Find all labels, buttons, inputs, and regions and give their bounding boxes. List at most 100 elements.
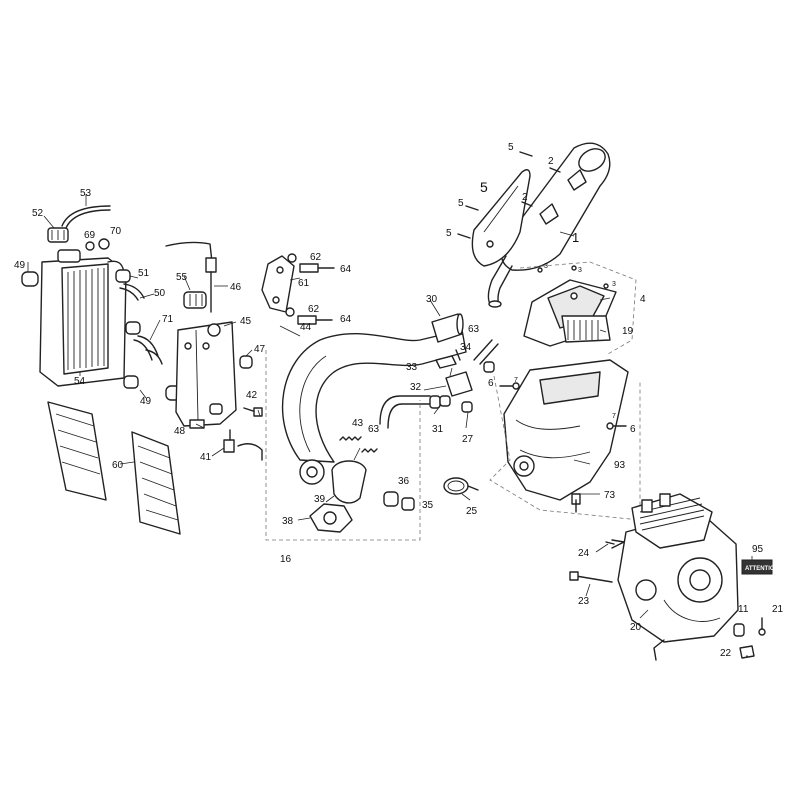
callout-44: 44 (300, 322, 312, 333)
cap-11 (733, 623, 745, 637)
airbox (503, 359, 629, 505)
callout-63a: 63 (468, 324, 480, 335)
callout-16: 16 (280, 554, 292, 565)
heat-shield (471, 169, 531, 267)
callout-27: 27 (462, 434, 474, 445)
exhaust-bracket (261, 255, 295, 313)
decal-95: ATTENTION (741, 559, 779, 575)
callout-95: 95 (752, 544, 764, 555)
callout-5b: 5 (458, 198, 464, 209)
callout-71: 71 (162, 314, 174, 325)
callout-70: 70 (110, 226, 122, 237)
bolt-42 (243, 407, 263, 417)
callout-34: 34 (460, 342, 472, 353)
callout-1: 1 (572, 230, 579, 245)
leader-lines (27, 194, 753, 657)
rubber-grommets (21, 269, 183, 401)
shift-lever-24 (605, 539, 625, 549)
expansion-tank (175, 321, 237, 427)
bracket-22 (739, 645, 755, 659)
silencer-screws (457, 151, 561, 239)
callout-33: 33 (406, 362, 418, 373)
hose-clip (85, 241, 95, 251)
callout-6a: 6 (488, 378, 494, 389)
callout-42: 42 (246, 390, 258, 401)
fitting-41 (223, 429, 235, 453)
callout-62b: 62 (308, 304, 320, 315)
callout-60: 60 (112, 460, 124, 471)
valve-32 (439, 371, 473, 413)
radiator-cap (47, 227, 69, 243)
long-bolt-23 (569, 571, 613, 583)
exhaust-dashed-outline (265, 350, 421, 541)
grommet-47 (239, 355, 253, 369)
callout-32: 32 (410, 382, 422, 393)
callout-63b: 63 (368, 424, 380, 435)
callout-69: 69 (84, 230, 96, 241)
coolant-hose-lower (133, 339, 153, 361)
callout-numbers: 1 2 2 3 3 3 4 5 5 5 5 6 7 7 6 11 16 19 2… (14, 142, 784, 659)
radiator (39, 249, 127, 387)
callout-62a: 62 (310, 252, 322, 263)
callout-3c: 3 (612, 281, 616, 288)
callout-7b: 7 (612, 413, 616, 420)
hose-63-lower (379, 395, 431, 425)
tank-hose (237, 443, 263, 461)
callout-43: 43 (352, 418, 364, 429)
callout-2b: 2 (522, 192, 528, 203)
callout-21: 21 (772, 604, 784, 615)
callout-41: 41 (200, 452, 212, 463)
callout-64a: 64 (340, 264, 352, 275)
callout-49a: 49 (14, 260, 26, 271)
air-filter-19 (561, 315, 611, 343)
callout-50: 50 (154, 288, 166, 299)
grommet-36-35 (383, 491, 415, 511)
hose-clamp-25 (443, 477, 479, 495)
callout-31: 31 (432, 424, 444, 435)
callout-46: 46 (230, 282, 242, 293)
callout-51: 51 (138, 268, 150, 279)
callout-23: 23 (578, 596, 590, 607)
callout-64b: 64 (340, 314, 352, 325)
overflow-hose (61, 205, 111, 227)
exhaust-flange-39 (331, 460, 367, 504)
callout-38: 38 (282, 516, 294, 527)
callout-47: 47 (254, 344, 266, 355)
callout-19: 19 (622, 326, 634, 337)
callout-3b: 3 (578, 267, 582, 274)
airbox-bolts (499, 382, 627, 513)
exhaust-gasket-38 (309, 503, 353, 533)
bolt-21 (758, 617, 766, 636)
bracket-48 (189, 419, 205, 429)
callout-54: 54 (74, 376, 86, 387)
callout-3a: 3 (544, 263, 548, 270)
callout-25: 25 (466, 506, 478, 517)
spring-43 (339, 436, 362, 441)
bolts-3 (537, 265, 609, 289)
callout-39: 39 (314, 494, 326, 505)
callout-20: 20 (630, 622, 642, 633)
callout-22: 22 (720, 648, 732, 659)
coolant-hose-upper (119, 287, 139, 301)
callout-5a: 5 (508, 142, 514, 153)
callout-6b: 6 (630, 424, 636, 435)
callout-55: 55 (176, 272, 188, 283)
callout-48: 48 (174, 426, 186, 437)
callout-61: 61 (298, 278, 310, 289)
airbox-dashed-outline (519, 261, 637, 355)
level-sensor (165, 241, 217, 313)
radiator-guard-right (131, 431, 181, 535)
svg-text:ATTENTION: ATTENTION (745, 566, 779, 572)
callout-4: 4 (640, 294, 646, 305)
clip-33-34 (435, 349, 461, 369)
engine (617, 493, 739, 661)
hose-63-upper (473, 339, 493, 361)
intake-pipe-30 (431, 313, 463, 343)
callout-93: 93 (614, 460, 626, 471)
exhaust-pipe (281, 329, 467, 485)
callout-30: 30 (426, 294, 438, 305)
callout-49b: 49 (140, 396, 152, 407)
hose-fitting (98, 238, 110, 250)
callout-5-large: 5 (480, 179, 488, 195)
